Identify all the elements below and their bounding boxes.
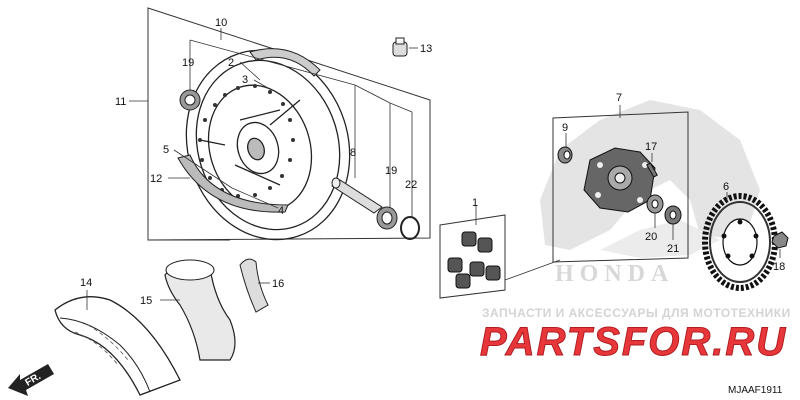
callout-18: 18 [773,261,785,273]
leader-lines-left [129,28,418,217]
store-tagline: ЗАПЧАСТИ И АКСЕССУАРЫ ДЛЯ МОТОТЕХНИКИ [482,306,791,320]
sprocket-nut [771,231,789,249]
callout-3: 3 [242,74,248,86]
valve-cap [392,37,408,57]
callout-20: 20 [645,231,657,243]
leader-lines-tire [86,282,270,310]
callout-19-left: 19 [182,57,194,69]
leader-lines-flange [565,105,674,240]
callout-9: 9 [562,122,568,134]
callout-6: 6 [723,181,729,193]
flange-collar [557,146,573,164]
damper-rubbers [447,231,501,289]
callout-17: 17 [645,141,657,153]
brake-disc-holes [198,84,295,198]
bearing-left [179,89,201,111]
callout-10: 10 [215,17,227,29]
callout-16: 16 [272,278,284,290]
front-direction-arrow: FR. [8,364,54,396]
o-ring [400,216,420,240]
axle-collar [331,177,383,214]
bearing-right [376,206,398,230]
tire [54,296,181,396]
honda-watermark-logo: HONDA [555,261,674,287]
callout-12: 12 [150,173,162,185]
driven-flange [583,147,656,213]
callout-2: 2 [228,57,234,69]
callout-15: 15 [140,295,152,307]
damper-frame [439,214,506,299]
diagram-code: MJAAF1911 [728,385,783,396]
callout-5: 5 [163,144,169,156]
callout-19-right: 19 [385,165,397,177]
rim-band-strip [239,258,269,313]
callout-13: 13 [420,43,432,55]
callout-4: 4 [278,205,284,217]
callout-1: 1 [472,197,478,209]
callout-22: 22 [405,179,417,191]
callout-numbers: 1 2 3 4 5 6 7 8 9 10 11 12 13 14 15 16 1… [80,17,785,307]
inner-tube [164,259,236,361]
callout-11: 11 [115,96,126,108]
callout-21: 21 [667,243,679,255]
driven-flange-frame [552,111,689,263]
stud-bolt [646,162,658,178]
rim-band-top [249,48,321,77]
callout-8: 8 [350,147,356,159]
rim-tape [177,154,289,213]
callout-14: 14 [80,277,92,289]
callout-7: 7 [616,92,622,104]
store-logo: PARTSFOR.RU [480,320,787,364]
